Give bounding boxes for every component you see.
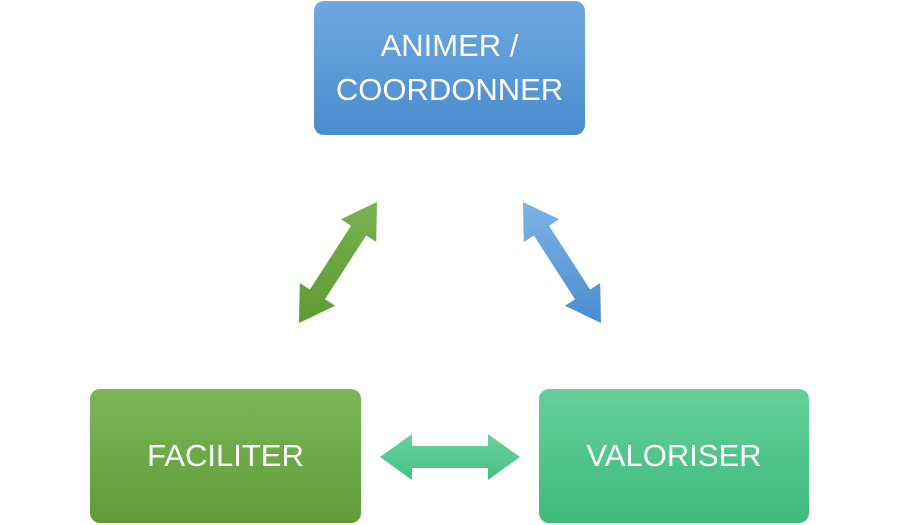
node-faciliter-label: FACILITER [147,438,304,473]
node-faciliter: FACILITER [90,389,361,523]
double-arrow-faciliter-valoriser [380,434,520,480]
node-valoriser: VALORISER [539,389,809,523]
node-animer-label-line1: ANIMER / [380,28,519,63]
double-arrow-animer-valoriser [523,202,601,323]
node-animer-coordonner: ANIMER / COORDONNER [314,1,585,135]
node-valoriser-label: VALORISER [586,438,762,473]
node-animer-label-line2: COORDONNER [335,72,564,107]
double-arrow-faciliter-animer [299,202,377,323]
